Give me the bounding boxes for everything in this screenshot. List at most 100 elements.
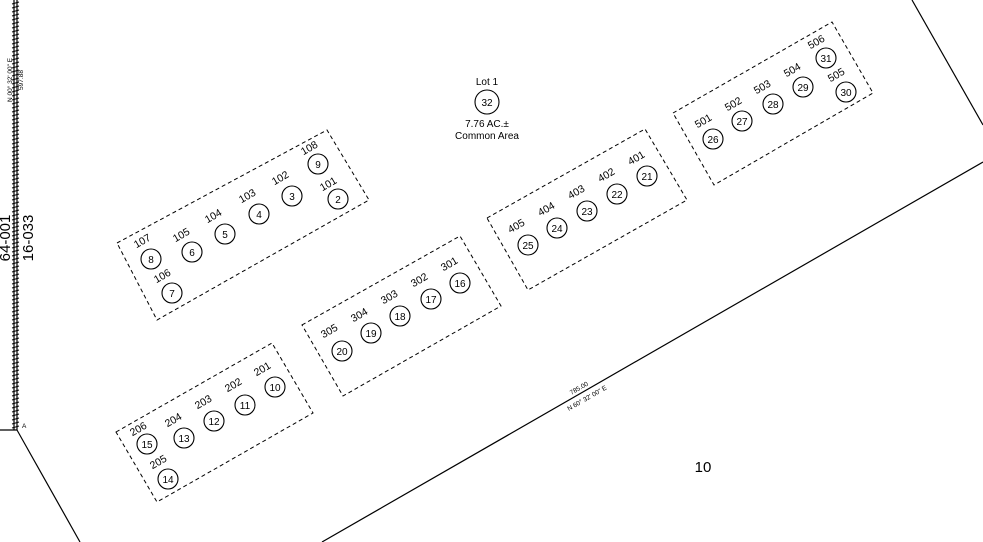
lot-number: 11 xyxy=(240,401,251,412)
unit[interactable]: 101 2 xyxy=(318,175,349,210)
hatch-tick xyxy=(11,85,20,89)
lot-number: 25 xyxy=(522,241,534,252)
hatch-tick xyxy=(11,313,20,317)
unit[interactable]: 304 19 xyxy=(349,306,382,344)
hatch-tick xyxy=(11,17,20,21)
unit[interactable]: 203 12 xyxy=(193,393,225,432)
hatch-tick xyxy=(11,177,20,181)
lot-number-circle xyxy=(161,282,183,304)
hatch-tick xyxy=(11,81,20,85)
unit[interactable]: 205 14 xyxy=(148,453,179,490)
unit[interactable]: 504 29 xyxy=(782,61,814,98)
unit[interactable]: 107 8 xyxy=(132,232,162,270)
hatch-tick xyxy=(11,21,20,25)
unit[interactable]: 204 13 xyxy=(163,411,195,449)
hatch-tick xyxy=(11,173,20,177)
unit-label: 102 xyxy=(270,169,291,188)
unit[interactable]: 404 24 xyxy=(536,200,568,239)
lot-number: 18 xyxy=(394,312,406,323)
unit-label: 405 xyxy=(506,217,527,236)
unit[interactable]: 301 16 xyxy=(439,255,471,294)
building-group-100 xyxy=(116,129,370,321)
unit[interactable]: 502 27 xyxy=(723,95,753,132)
hatch-tick xyxy=(11,137,20,141)
unit[interactable]: 501 26 xyxy=(693,112,724,150)
hatch-tick xyxy=(11,25,20,29)
hatch-tick xyxy=(11,5,20,9)
unit[interactable]: 503 28 xyxy=(752,78,784,115)
unit[interactable]: 201 10 xyxy=(252,360,286,398)
unit[interactable]: 206 15 xyxy=(128,420,158,455)
lot-number-circle xyxy=(517,234,539,256)
unit[interactable]: 104 5 xyxy=(203,207,236,245)
hatch-tick xyxy=(11,181,20,185)
hatch-tick xyxy=(11,1,20,5)
west-line-distance: 597.88 xyxy=(18,70,25,90)
hatch-tick xyxy=(11,205,20,209)
southwest-boundary-line xyxy=(16,429,81,542)
lot-number-circle xyxy=(173,427,195,449)
lot-number: 17 xyxy=(425,295,437,306)
unit[interactable]: 102 3 xyxy=(270,169,303,207)
unit[interactable]: 506 31 xyxy=(806,33,837,69)
hatch-tick xyxy=(11,261,20,265)
hatch-tick xyxy=(11,305,20,309)
building-group-outline xyxy=(486,128,688,291)
unit[interactable]: 402 22 xyxy=(596,166,628,205)
hatch-tick xyxy=(11,329,20,333)
unit[interactable]: 305 20 xyxy=(319,322,353,362)
hatch-tick xyxy=(11,361,20,365)
lot-number-circle xyxy=(815,47,837,69)
lot-number: 30 xyxy=(840,88,852,99)
unit[interactable]: 108 9 xyxy=(299,139,329,175)
hatch-tick xyxy=(11,41,20,45)
unit-label: 202 xyxy=(223,376,244,395)
lot-number-circle xyxy=(214,223,236,245)
unit[interactable]: 302 17 xyxy=(409,271,442,310)
lot-number-circle xyxy=(203,410,225,432)
hatch-tick xyxy=(11,377,20,381)
building-group-300 xyxy=(301,235,502,397)
lot-number-circle xyxy=(835,81,857,103)
hatch-tick xyxy=(11,421,20,425)
lot-number: 28 xyxy=(767,100,779,111)
hatch-tick xyxy=(11,213,20,217)
unit[interactable]: 405 25 xyxy=(506,217,539,256)
lot-number: 2 xyxy=(335,195,341,206)
unit[interactable]: 505 30 xyxy=(826,66,857,103)
common-area-callout: Lot 1 32 7.76 AC.± Common Area xyxy=(455,77,519,142)
unit[interactable]: 105 6 xyxy=(171,226,203,263)
hatch-tick xyxy=(11,389,20,393)
unit[interactable]: 202 11 xyxy=(223,376,256,416)
hatch-tick xyxy=(11,241,20,245)
unit-label: 104 xyxy=(203,207,224,226)
hatch-tick xyxy=(11,369,20,373)
hatch-tick xyxy=(11,249,20,253)
unit[interactable]: 103 4 xyxy=(237,187,270,225)
unit[interactable]: 401 21 xyxy=(626,149,658,187)
unit[interactable]: 403 23 xyxy=(566,183,598,222)
common-area-lot-circle xyxy=(474,89,500,115)
lot-number-circle xyxy=(420,288,442,310)
hatch-tick xyxy=(11,385,20,389)
hatch-tick xyxy=(11,145,20,149)
hatch-tick xyxy=(11,109,20,113)
hatch-tick xyxy=(11,297,20,301)
hatch-tick xyxy=(11,229,20,233)
hatch-tick xyxy=(11,65,20,69)
lot-number-circle xyxy=(140,248,162,270)
hatch-tick xyxy=(11,233,20,237)
hatch-tick xyxy=(11,273,20,277)
lot-number-circle xyxy=(157,468,179,490)
lot-number: 7 xyxy=(169,289,175,300)
unit-label: 303 xyxy=(379,288,400,307)
lot-number: 26 xyxy=(707,135,719,146)
lot-number-circle xyxy=(449,272,471,294)
unit[interactable]: 106 7 xyxy=(152,267,183,304)
building-group-500 xyxy=(672,21,874,186)
hatch-tick xyxy=(11,197,20,201)
lot-number: 6 xyxy=(189,248,195,259)
lot-number: 3 xyxy=(289,192,295,203)
hatch-tick xyxy=(11,149,20,153)
unit[interactable]: 303 18 xyxy=(379,288,411,327)
